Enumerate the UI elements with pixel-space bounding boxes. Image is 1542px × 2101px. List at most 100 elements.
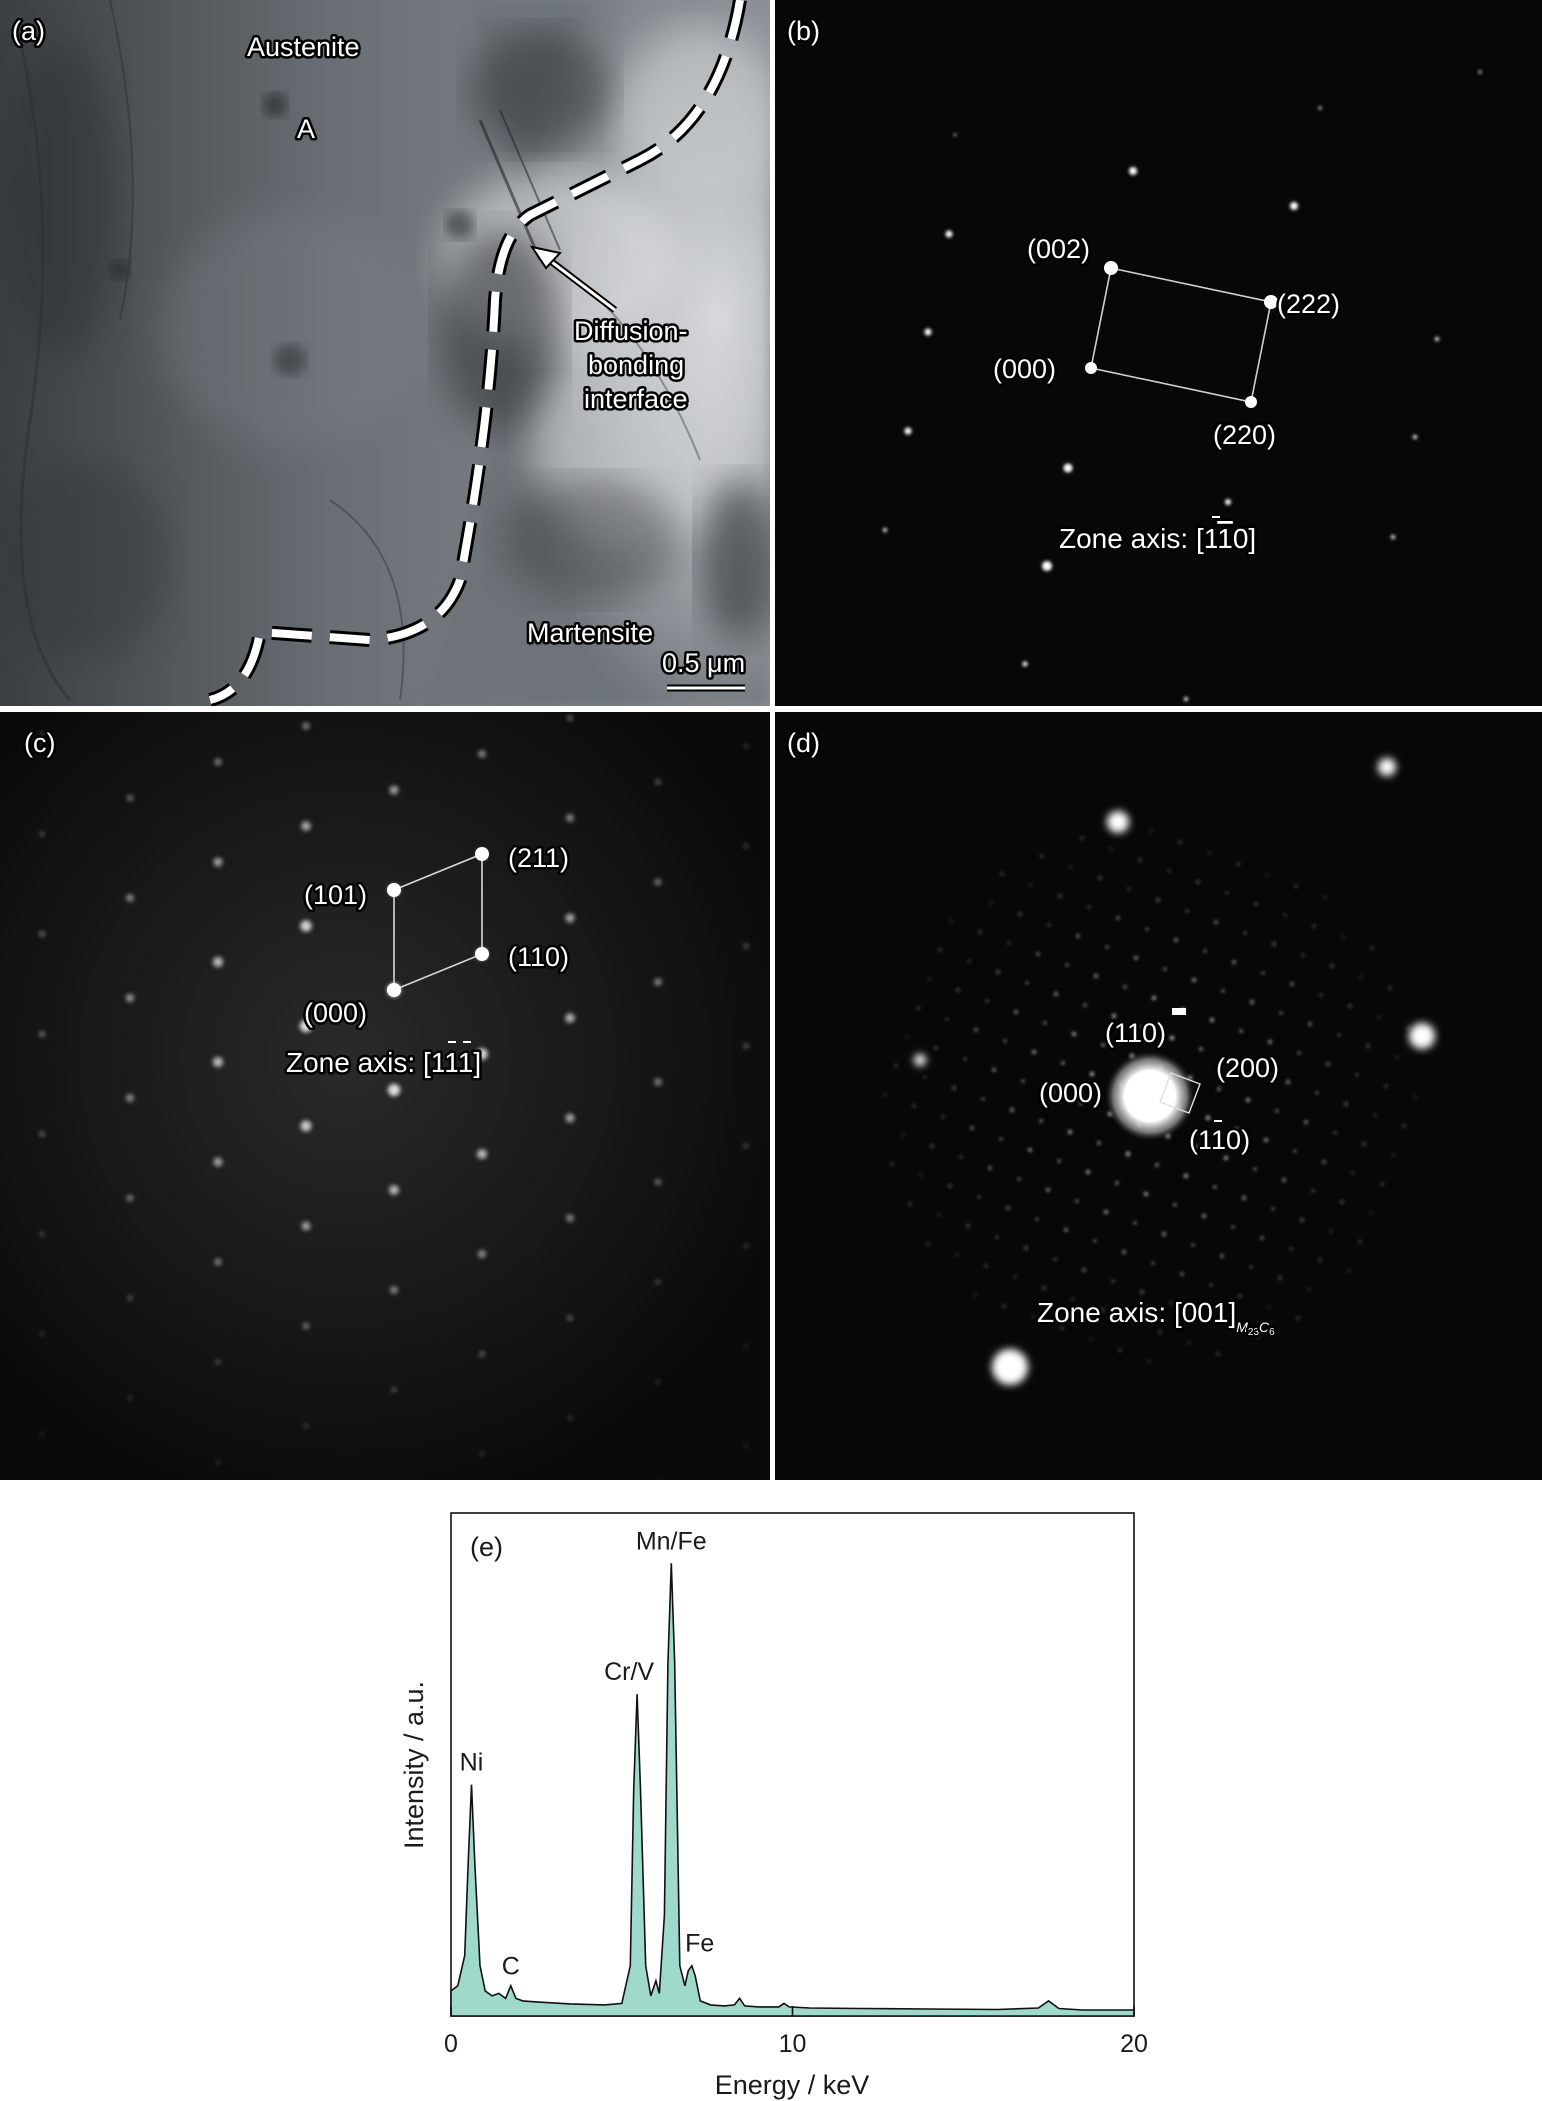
spectrum-area: [450, 1563, 1135, 2017]
diffraction-spot: [1027, 1147, 1033, 1153]
diffraction-spot: [476, 1048, 488, 1060]
diffraction-spot: [1195, 879, 1201, 885]
diffraction-spot: [477, 1249, 487, 1259]
diffraction-spot: [126, 794, 134, 802]
diffraction-spot: [1149, 829, 1153, 833]
diffraction-spot: [1289, 1247, 1293, 1251]
diffraction-spot: [1391, 1153, 1395, 1157]
diffraction-spot: [1169, 1301, 1173, 1305]
diffraction-spot: [1083, 1003, 1087, 1007]
spot-211-label: (211): [508, 843, 569, 873]
diffraction-spot: [743, 1243, 749, 1249]
zone-axis-b-suffix: 0]: [1233, 523, 1256, 554]
diffraction-spot: [1243, 931, 1247, 935]
diffraction-spot: [302, 722, 310, 730]
diffraction-spot: [1369, 1211, 1373, 1215]
diffraction-spot: [1249, 999, 1255, 1005]
arrow-icon: [529, 245, 562, 270]
diffraction-spot: [1173, 1203, 1177, 1207]
diffraction-spot: [1151, 1261, 1155, 1265]
spot-000-label: (000): [993, 354, 1056, 384]
diffraction-spot: [1121, 1249, 1127, 1255]
diffraction-spot: [566, 814, 574, 822]
diffraction-spot: [1157, 1329, 1163, 1335]
diffraction-spot: [1029, 883, 1033, 887]
diffraction-spot: [1307, 1021, 1313, 1027]
diffraction-spot: [1161, 1231, 1167, 1237]
diffraction-spot: [1123, 985, 1127, 989]
diffraction-spot: [1127, 887, 1131, 891]
diffraction-spot: [743, 943, 749, 949]
panel-label-b: (b): [787, 16, 820, 46]
diffraction-spot: [126, 1194, 134, 1202]
diffraction-spot: [1227, 1057, 1233, 1063]
diffraction-spot: [1133, 1221, 1137, 1225]
diffraction-spot: [1323, 895, 1327, 899]
y-axis-label: Intensity / a.u.: [399, 1681, 429, 1849]
diffraction-spot: [1191, 1243, 1195, 1247]
spot-1m10-label: (110): [1189, 1125, 1250, 1155]
diffraction-spot: [128, 1396, 132, 1400]
diffraction-spot: [654, 1178, 662, 1186]
diffraction-spot: [1257, 1069, 1261, 1073]
diffraction-spot: [1225, 891, 1229, 895]
diffraction-spot: [1109, 847, 1113, 851]
diffraction-spot: [40, 1332, 44, 1336]
spot-1m10-bar: 1: [1211, 1125, 1226, 1155]
diffraction-spot: [1325, 1061, 1331, 1067]
peak-label: Fe: [685, 1930, 714, 1958]
spot-000-label-c: (000): [304, 998, 367, 1028]
diffraction-spot: [1373, 1113, 1377, 1117]
diffraction-pattern-b: (b) (002) (222) (000) (220) Zone axis: […: [785, 14, 1482, 701]
diffraction-spot: [1021, 1079, 1025, 1083]
diffraction-spot: [1245, 1097, 1251, 1103]
diffraction-spot: [915, 1005, 921, 1011]
diffraction-spot: [743, 1043, 749, 1049]
diffraction-spot: [1289, 981, 1295, 987]
zone-axis-c-suffix: ]: [473, 1047, 481, 1078]
diffraction-spot: [1277, 1275, 1283, 1281]
martensite-label: Martensite: [527, 618, 653, 648]
diffraction-spot: [1129, 1319, 1133, 1323]
x-tick-label: 20: [1120, 2030, 1148, 2058]
diffraction-spot: [1235, 861, 1241, 867]
diffraction-spot: [1231, 1225, 1235, 1229]
spot-000-label-d: (000): [1039, 1078, 1102, 1108]
diffraction-spot: [1057, 893, 1063, 899]
diffraction-spot: [744, 1344, 748, 1348]
diffraction-spot: [566, 1214, 574, 1222]
diffraction-spot: [1253, 1167, 1257, 1171]
diffraction-spot: [1173, 937, 1179, 943]
diffraction-spot: [1209, 1283, 1213, 1287]
diffraction-spot: [1041, 1285, 1047, 1291]
diffraction-spot: [1147, 1359, 1151, 1363]
diffraction-spot: [1405, 1025, 1411, 1031]
diffraction-spot: [1333, 1131, 1337, 1135]
diffraction-spot: [1035, 951, 1041, 957]
spot-220-label: (220): [1213, 420, 1276, 450]
panel-label-e: (e): [470, 1532, 503, 1562]
diffraction-spot: [1097, 1141, 1101, 1145]
diffraction-spot: [1145, 927, 1149, 931]
diffraction-spot: [1187, 1341, 1191, 1345]
diffraction-spot: [1279, 1011, 1283, 1015]
diffraction-spot: [1293, 883, 1299, 889]
diffraction-spot: [1071, 1297, 1075, 1301]
diffraction-spot: [1293, 1149, 1297, 1153]
diffraction-spot: [981, 1097, 985, 1101]
diffraction-spot: [1267, 1039, 1273, 1045]
diffraction-spot: [1183, 1173, 1189, 1179]
diffraction-spot: [977, 1195, 981, 1199]
diffraction-spot: [125, 1093, 135, 1103]
diffraction-panel-c: (c) (211) (101) (110) (000) Zone axis: […: [0, 712, 770, 1480]
diffraction-spot: [1207, 851, 1211, 855]
diffraction-spot: [1047, 923, 1051, 927]
diffraction-spot: [1087, 905, 1091, 909]
diffraction-spot: [1115, 915, 1121, 921]
diffraction-panel-d: (d) (110) (200) (000) (110) Zone axis: […: [775, 712, 1542, 1480]
diffraction-spot: [567, 1315, 573, 1321]
diffraction-spot: [1177, 839, 1183, 845]
diffraction-spot: [1065, 963, 1069, 967]
